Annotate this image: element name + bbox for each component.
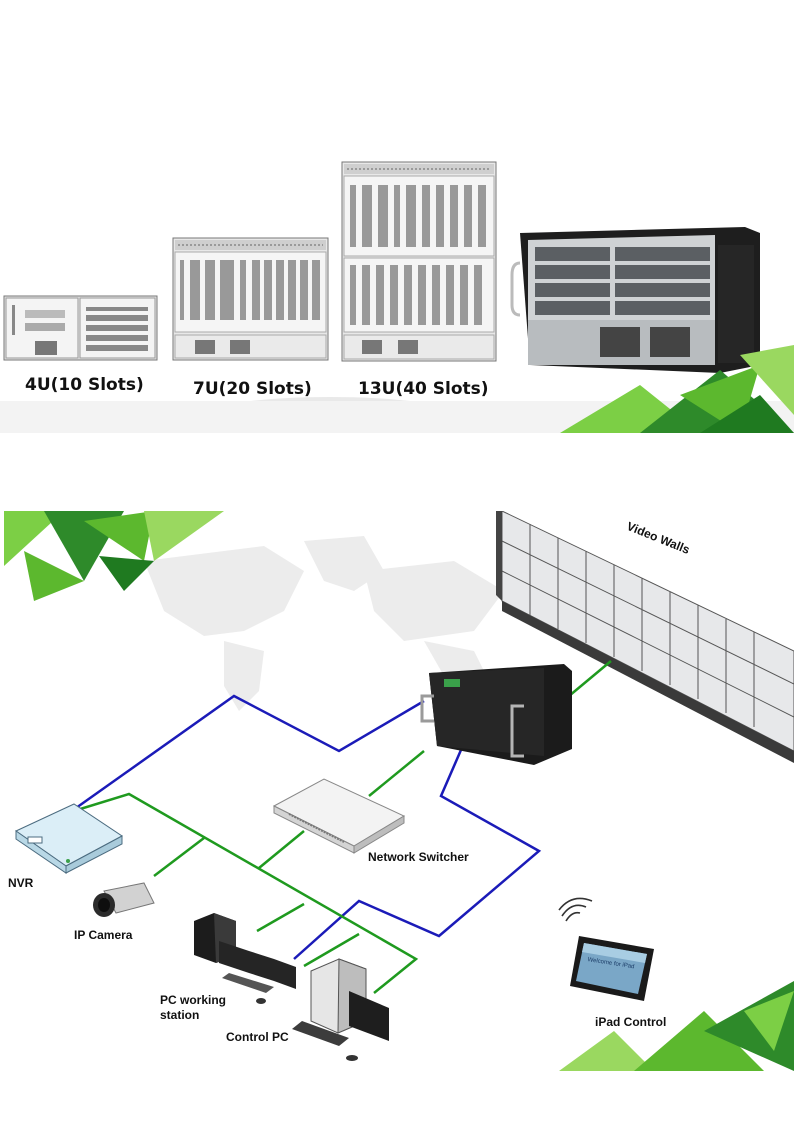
chassis-4u-image (3, 295, 158, 361)
chassis-13u-image (341, 161, 497, 362)
network-switch-image (272, 778, 406, 854)
green-triangle-decoration (560, 345, 794, 433)
hdmi-links (75, 694, 542, 960)
chassis-13u-label: 13U(40 Slots) (358, 379, 489, 399)
green-triangle-decoration-top (4, 511, 224, 601)
chassis-rear-photo (510, 227, 760, 373)
pc-working-station-label-line2: station (160, 1008, 200, 1022)
world-map-watermark (0, 397, 794, 433)
green-triangle-decoration-bottom (559, 981, 794, 1071)
ipad-image (570, 936, 654, 1001)
video-wall-image (496, 511, 794, 763)
nvr-image (15, 803, 123, 874)
pc-working-station-label-line1: PC working (160, 993, 227, 1007)
chassis-4u-label: 4U(10 Slots) (25, 375, 144, 395)
world-map-watermark (144, 536, 504, 711)
network-switcher-label: Network Switcher (368, 850, 469, 864)
chassis-7u-label: 7U(20 Slots) (193, 379, 312, 399)
system-diagram-graphic (4, 511, 794, 1071)
network-links (63, 660, 612, 994)
control-pc-image (292, 958, 389, 1061)
chassis-lineup-graphic (0, 161, 794, 433)
control-pc-label: Control PC (226, 1030, 289, 1044)
ip-camera-label: IP Camera (74, 928, 133, 942)
nvr-label: NVR (8, 876, 34, 890)
chassis-lineup-panel: 4U(10 Slots) 7U(20 Slots) 13U(40 Slots) (0, 115, 794, 433)
ipad-control-label: iPad Control (595, 1015, 667, 1029)
wifi-icon (558, 897, 593, 922)
chassis-7u-image (172, 237, 329, 361)
ip-camera-image (93, 882, 155, 917)
matrix-switcher-image (420, 664, 572, 765)
system-diagram-panel: Video Walls Network Switcher NVR IP Came… (4, 511, 794, 1071)
pc-working-station-image (194, 913, 296, 1004)
